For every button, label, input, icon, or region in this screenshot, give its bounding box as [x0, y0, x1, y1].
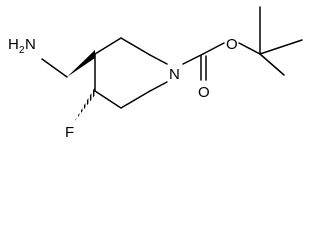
bond-n1-carbonyl: [182, 53, 204, 65]
fluorine-label: F: [65, 124, 74, 141]
bond-ch2-nh2: [41, 58, 68, 78]
amine-h-label: H: [8, 36, 19, 53]
wedge-bond-aminomethyl: [67, 50, 95, 77]
ring-bond-c4-c3-top: [94, 37, 122, 55]
ring-bond-c2-n1: [149, 54, 168, 65]
hash-bond-fluoro: [74, 87, 95, 122]
ring-nitrogen-label: N: [169, 66, 180, 83]
ring-bond-n1-c6: [149, 81, 168, 92]
ring-bond-c5-c4: [94, 90, 122, 109]
molecule-diagram: H 2 N N O O F: [8, 6, 303, 141]
bond-tbu-methyl-right: [259, 39, 303, 55]
structure-canvas: H 2 N N O O F: [8, 6, 303, 141]
ring-bond-c3-c2: [120, 37, 151, 56]
ring-bond-c6-c5: [120, 90, 151, 109]
carbonyl-oxygen-label: O: [198, 84, 210, 101]
bond-ester-o-quaternary-c: [238, 42, 261, 55]
amine-subscript-label: 2: [19, 45, 25, 56]
ester-oxygen-label: O: [226, 36, 238, 53]
bond-carbonyl-ester-o: [202, 42, 225, 55]
bond-tbu-methyl-down: [259, 53, 285, 76]
amine-n-label: N: [25, 36, 36, 53]
